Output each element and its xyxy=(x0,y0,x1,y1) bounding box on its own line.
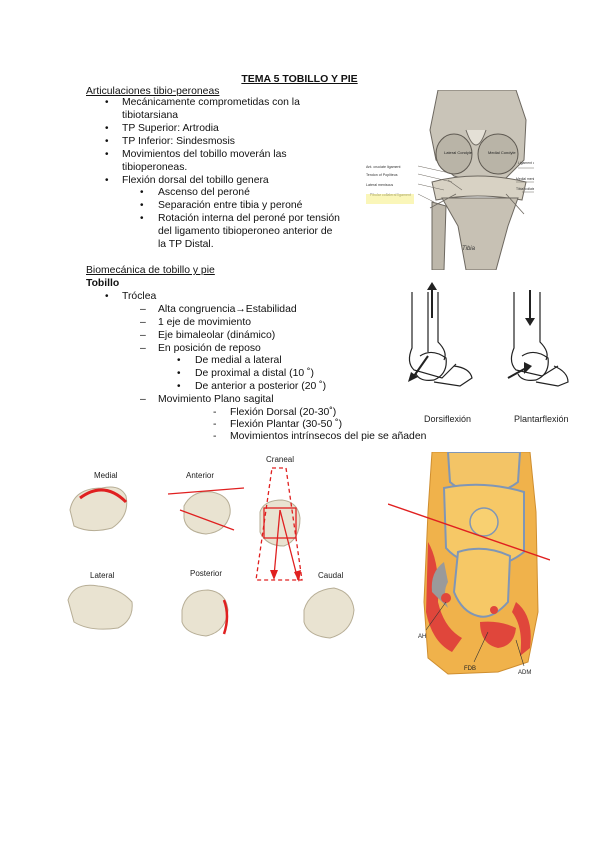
bullet-text: Mecánicamente comprometidas con la xyxy=(122,97,300,108)
minus-marker: - xyxy=(213,419,217,430)
talus-views-figure: Medial Anterior Craneal Lateral Posterio… xyxy=(60,450,378,660)
sub-bullet-text: Separación entre tibia y peroné xyxy=(158,200,303,211)
dash-item: En posición de reposo xyxy=(158,343,261,354)
sub-bullet-text: Ascenso del peroné xyxy=(158,187,250,198)
sagital-item: Flexión Dorsal (20-30˚) xyxy=(230,407,337,418)
dash-item: Alta congruencia→Estabilidad xyxy=(158,304,297,315)
talus-view-label: Craneal xyxy=(266,455,294,464)
reposo-item: De proximal a distal (10 ˚) xyxy=(195,368,314,379)
dash-item-movimiento: Movimiento Plano sagital xyxy=(158,394,274,405)
sagital-item: Flexión Plantar (30-50 ˚) xyxy=(230,419,343,430)
sagital-item: Movimientos intrínsecos del pie se añade… xyxy=(230,431,427,442)
bullet-marker: • xyxy=(105,97,109,108)
ankle-cross-section-figure: AH FDB ADM xyxy=(388,452,550,678)
talus-medial-view xyxy=(69,486,128,532)
knee-label-left: Ant. cruciate ligament xyxy=(366,165,401,169)
bullet-text-cont: tibioperoneas. xyxy=(122,162,188,173)
dash-marker: – xyxy=(140,330,146,341)
sub-bullet-text-cont: del ligamento tibioperoneo anterior de xyxy=(158,226,333,237)
plantarflexion-label: Plantarflexión xyxy=(514,414,569,424)
minus-marker: - xyxy=(213,431,217,442)
dash-item: Eje bimaleolar (dinámico) xyxy=(158,330,276,341)
dorsiflexion-diagram xyxy=(408,292,473,387)
bullet-marker: • xyxy=(105,291,109,302)
talus-anterior-view xyxy=(167,487,245,535)
dash-marker: – xyxy=(140,317,146,328)
dash-marker: – xyxy=(140,343,146,354)
bullet-text: Flexión dorsal del tobillo genera xyxy=(122,175,269,186)
talus-caudal-view xyxy=(303,587,355,639)
bullet-marker: • xyxy=(105,136,109,147)
bullet-marker: • xyxy=(105,149,109,160)
mri-label: FDB xyxy=(464,666,476,672)
bullet-marker: • xyxy=(105,123,109,134)
mri-label: AH xyxy=(418,634,426,640)
talus-view-label: Anterior xyxy=(186,471,214,480)
knee-label-right: Tibial collateral ligament xyxy=(516,187,534,191)
knee-label-left: Lateral meniscus xyxy=(366,183,393,187)
bullet-text: TP Inferior: Sindesmosis xyxy=(122,136,235,147)
section-heading-tibioperoneas: Articulaciones tibio-peroneas xyxy=(86,86,220,97)
sub-bullet-marker: • xyxy=(140,200,144,211)
dash-item: 1 eje de movimiento xyxy=(158,317,251,328)
knee-label-left: Tendon of Popliteus xyxy=(366,173,398,177)
ankle-motion-figure: Dorsiflexión Plantarflexión xyxy=(398,282,580,430)
talus-view-label: Medial xyxy=(94,471,118,480)
talus-craneal-view xyxy=(255,467,303,582)
sub-bullet-text-cont: la TP Distal. xyxy=(158,239,214,250)
sub-bullet-marker: • xyxy=(177,368,181,379)
bullet-text: TP Superior: Artrodia xyxy=(122,123,219,134)
plantarflexion-arrows xyxy=(507,290,535,379)
sub-bullet-marker: • xyxy=(140,187,144,198)
knee-anatomy-figure: Ant. cruciate ligament Tendon of Poplite… xyxy=(366,90,534,270)
knee-label-right: Medial meniscus xyxy=(516,177,534,181)
talus-posterior-view xyxy=(181,589,229,637)
talus-view-label: Caudal xyxy=(318,571,344,580)
reposo-item: De anterior a posterior (20 ˚) xyxy=(195,381,327,392)
section-heading-biomecanica: Biomecánica de tobillo y pie xyxy=(86,265,215,276)
sub-bullet-text: Rotación interna del peroné por tensión xyxy=(158,213,340,224)
dash-marker: – xyxy=(140,394,146,405)
talus-lateral-view xyxy=(67,584,133,630)
knee-tibia-label: Tibia xyxy=(462,246,476,252)
dorsiflexion-arrows xyxy=(408,282,437,382)
minus-marker: - xyxy=(213,407,217,418)
sub-bullet-marker: • xyxy=(177,355,181,366)
talus-view-label: Lateral xyxy=(90,571,115,580)
dorsiflexion-label: Dorsiflexión xyxy=(424,414,471,424)
sub-bullet-marker: • xyxy=(177,381,181,392)
mri-label: ADM xyxy=(518,670,531,676)
knee-label-right: Ligament of Wrisberg xyxy=(518,161,534,165)
knee-condyle-label: Lateral Condyle xyxy=(444,150,473,155)
sub-bullet-marker: • xyxy=(140,213,144,224)
page-title: TEMA 5 TOBILLO Y PIE xyxy=(241,73,358,85)
dash-marker: – xyxy=(140,304,146,315)
talus-view-label: Posterior xyxy=(190,569,222,578)
bullet-marker: • xyxy=(105,175,109,186)
subheading-tobillo: Tobillo xyxy=(86,278,120,289)
bullet-text-troclea: Tróclea xyxy=(122,291,157,302)
plantarflexion-diagram xyxy=(510,292,569,387)
reposo-item: De medial a lateral xyxy=(195,355,282,366)
bullet-text: Movimientos del tobillo moverán las xyxy=(122,149,287,160)
knee-condyle-label: Medial Condyle xyxy=(488,150,516,155)
bullet-text-cont: tibiotarsiana xyxy=(122,110,179,121)
